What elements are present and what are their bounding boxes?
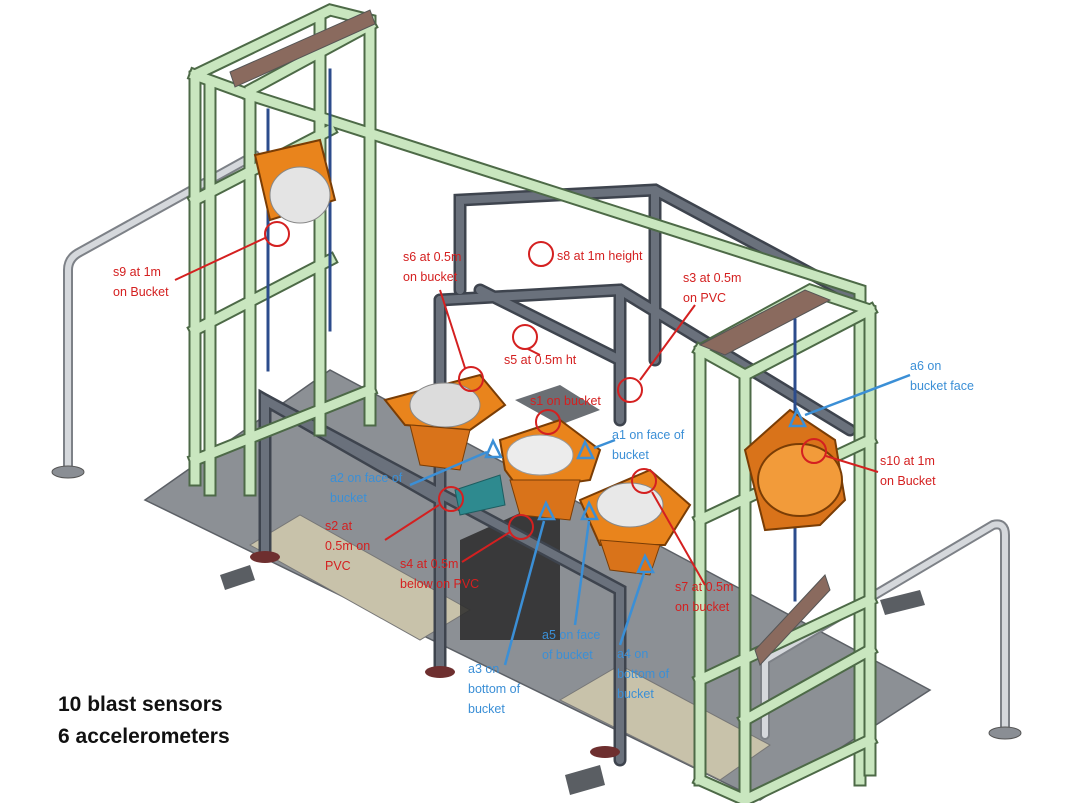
sensor-label-s3: s3 at 0.5m on PVC [683, 271, 742, 305]
sensor-label-s10: s10 at 1m on Bucket [880, 454, 936, 488]
sensor-label-s6: s6 at 0.5m on bucket [403, 250, 462, 284]
base-plate [143, 369, 932, 801]
accelerometer-label-a5: a5 on face of bucket [542, 628, 601, 662]
hanging-bucket-right [743, 408, 847, 532]
sensor-label-s5: s5 at 0.5m ht [504, 353, 577, 367]
accelerometer-label-a2: a2 on face of bucket [330, 471, 403, 505]
bucket-row [383, 373, 692, 576]
sensor-label-s2: s2 at 0.5m on PVC [325, 519, 371, 573]
hanging-bucket-left [253, 138, 337, 224]
left-support-frame [186, 3, 867, 787]
summary-blast-sensor-count: 10 blast sensors [58, 693, 223, 716]
accelerometer-label-a3: a3 on bottom of bucket [468, 662, 521, 716]
sensor-label-s4: s4 at 0.5m below on PVC [400, 557, 480, 591]
right-support-frame [691, 282, 879, 803]
left-guard-rail [51, 150, 260, 479]
sensor-label-s7: s7 at 0.5m on bucket [675, 580, 734, 614]
right-guard-rail [760, 519, 1022, 740]
accelerometer-label-a1: a1 on face of bucket [612, 428, 685, 462]
accelerometer-markers [409, 373, 911, 666]
sensor-label-s1: s1 on bucket [530, 394, 601, 408]
sensor-label-s9: s9 at 1m on Bucket [113, 265, 169, 299]
sensor-label-s8: s8 at 1m height [557, 249, 643, 263]
summary-accelerometer-count: 6 accelerometers [58, 725, 230, 748]
accelerometer-label-a6: a6 on bucket face [910, 359, 974, 393]
accelerometer-label-a4: a4 on bottom of bucket [617, 647, 670, 701]
blast-sensor-markers [174, 221, 879, 586]
